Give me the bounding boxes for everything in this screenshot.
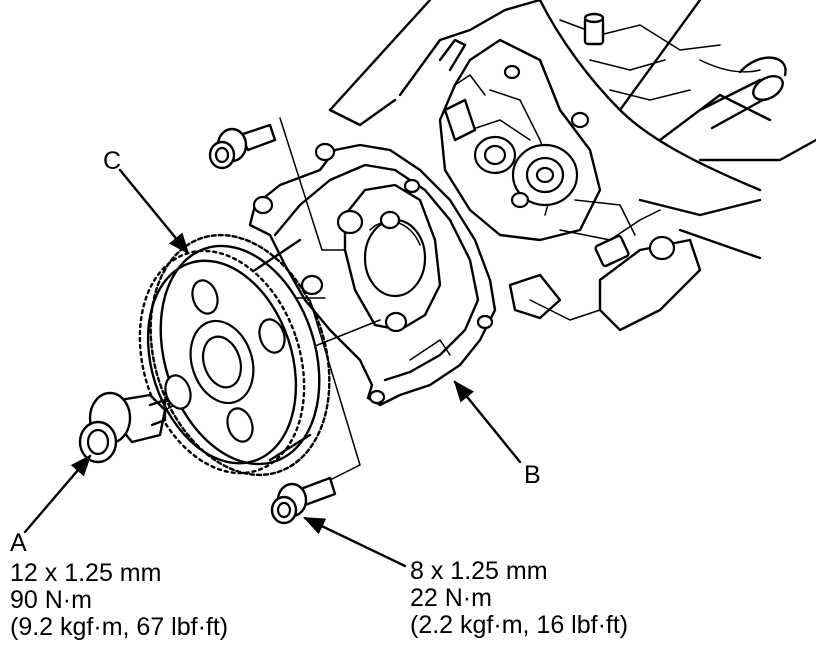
bolt-lower-small — [270, 476, 337, 525]
label-c: C — [103, 147, 122, 175]
bolt-a-size: 12 x 1.25 mm — [10, 559, 162, 587]
bolt-small-torque-nm: 22 N·m — [410, 584, 492, 612]
bolt-small-torque-alt: (2.2 kgf·m, 16 lbf·ft) — [410, 611, 629, 639]
callout-arrows — [23, 168, 522, 568]
back-cover-b — [248, 142, 497, 407]
bolt-small-size: 8 x 1.25 mm — [410, 557, 548, 585]
timing-pulley-c — [138, 233, 331, 477]
engine-block — [328, 0, 816, 332]
bolt-a-spec: 12 x 1.25 mm 90 N·m (9.2 kgf·m, 67 lbf·f… — [10, 560, 228, 641]
label-b: B — [524, 461, 541, 489]
bolt-small-spec: 8 x 1.25 mm 22 N·m (2.2 kgf·m, 16 lbf·ft… — [410, 558, 628, 639]
bolt-a-torque-nm: 90 N·m — [10, 586, 92, 614]
label-a: A — [10, 529, 27, 557]
bolt-upper-small — [208, 123, 277, 170]
bolt-a-torque-alt: (9.2 kgf·m, 67 lbf·ft) — [10, 613, 229, 641]
bolt-a — [78, 391, 167, 464]
